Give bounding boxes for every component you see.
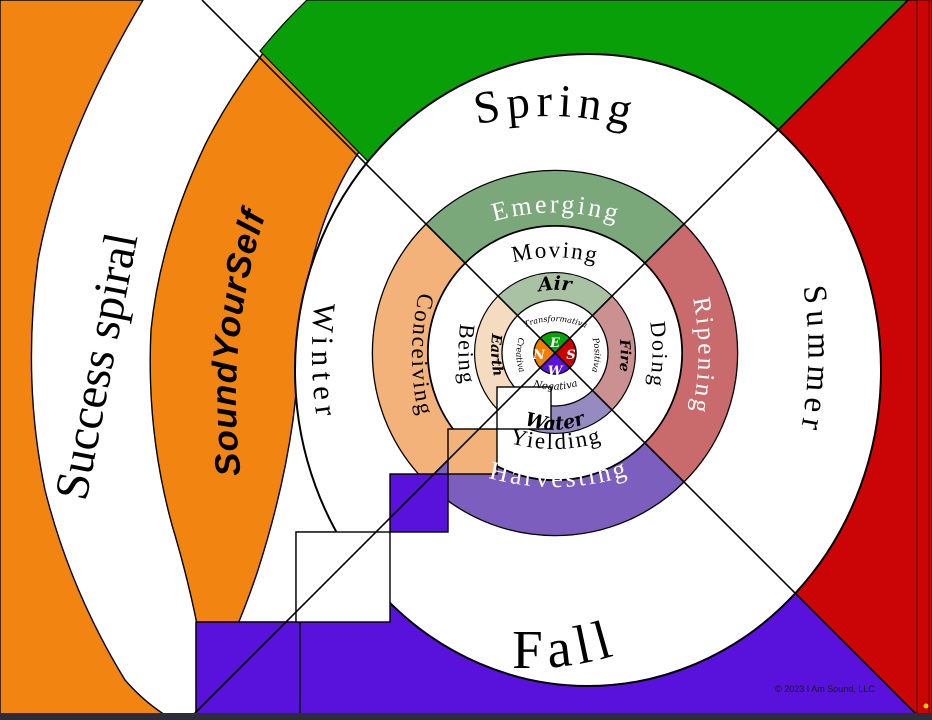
conceiving-label: Conceiving xyxy=(407,292,439,419)
compass-hub xyxy=(533,331,577,375)
success-spiral-outer-band xyxy=(0,0,173,719)
creativa-label: Creativa xyxy=(513,336,526,374)
copyright-label: © 2023 I Am Sound, LLC xyxy=(775,684,875,694)
right-frame-strip xyxy=(916,0,932,720)
bottom-bar xyxy=(0,713,932,720)
being-label: Being xyxy=(453,323,481,387)
step-white-small xyxy=(496,386,552,430)
air-label: Air xyxy=(535,273,575,297)
earth-label: Earth xyxy=(487,332,506,378)
compass-s-label: S xyxy=(566,348,575,363)
negativa-label: Negativa xyxy=(531,378,579,393)
diagonal-nw-se xyxy=(201,0,921,719)
frame-dot xyxy=(923,703,929,709)
positiva-label: Positiva xyxy=(589,336,602,374)
hub-outline xyxy=(533,331,577,375)
winter-label: Winter xyxy=(305,302,345,424)
diagonal-ne-sw xyxy=(189,0,909,719)
compass-n-label: N xyxy=(532,348,546,363)
step-purple-large xyxy=(195,621,301,719)
compass-w-label: W xyxy=(548,364,564,379)
staircase-steps xyxy=(195,386,552,719)
compass-e-label: E xyxy=(549,336,561,351)
step-purple-small xyxy=(389,473,449,533)
doing-label: Doing xyxy=(644,320,672,390)
fire-label: Fire xyxy=(615,338,632,373)
poster-title: Success spiral xyxy=(45,228,149,504)
step-white-large xyxy=(295,531,391,623)
